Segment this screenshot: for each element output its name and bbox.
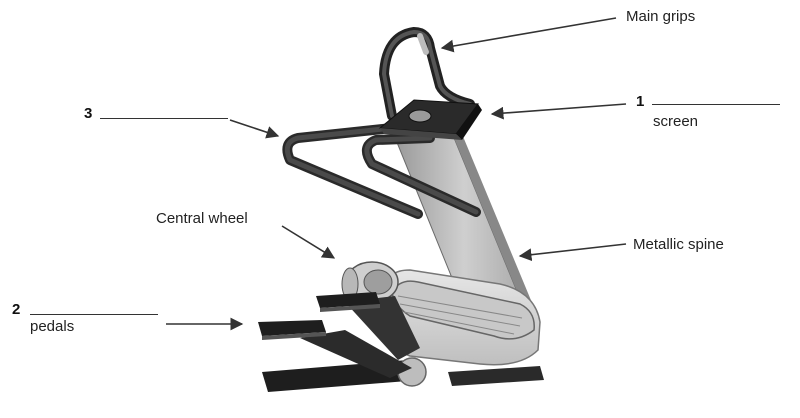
label-pedals-number: 2 bbox=[12, 301, 21, 318]
arrow-metallic-spine bbox=[518, 243, 627, 262]
arrow-main-grips bbox=[440, 17, 617, 53]
side-handlebars bbox=[282, 123, 481, 219]
answer-line-pedals bbox=[30, 314, 158, 315]
label-screen: screen bbox=[653, 113, 699, 130]
arrow-screen bbox=[490, 103, 627, 120]
label-arrows bbox=[166, 17, 627, 331]
arrow-central-wheel bbox=[281, 225, 336, 259]
label-pedals: pedals bbox=[30, 318, 75, 335]
label-item3-number: 3 bbox=[84, 105, 93, 122]
label-main-grips: Main grips bbox=[626, 8, 696, 25]
pedal-assembly bbox=[258, 292, 420, 378]
arrow-item3 bbox=[229, 119, 280, 139]
answer-line-screen bbox=[652, 104, 780, 105]
label-central-wheel: Central wheel bbox=[156, 210, 248, 227]
main-grips bbox=[379, 27, 475, 121]
central-wheel bbox=[341, 261, 399, 303]
console-screen bbox=[378, 99, 482, 140]
label-metallic-spine: Metallic spine bbox=[633, 236, 724, 253]
label-screen-number: 1 bbox=[636, 93, 645, 110]
answer-line-item3 bbox=[100, 118, 228, 119]
